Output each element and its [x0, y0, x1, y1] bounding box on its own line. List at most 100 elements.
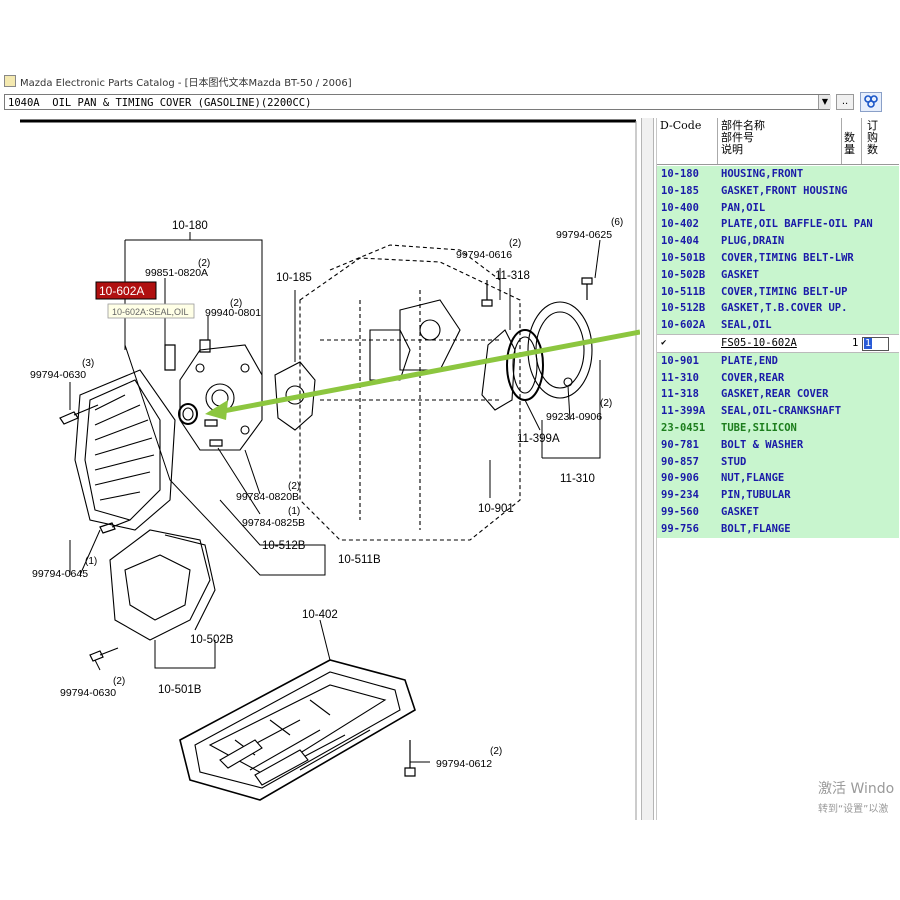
part-name-cell: SEAL,OIL-CRANKSHAFT — [721, 405, 842, 418]
part-name-cell: SEAL,OIL — [721, 319, 772, 332]
chain-link-icon[interactable] — [860, 92, 882, 112]
toolbar: 1040A OIL PAN & TIMING COVER (GASOLINE)(… — [4, 92, 896, 114]
dcode-cell: 99-756 — [661, 522, 699, 535]
parts-diagram: 10-602A 10-602A:SEAL,OIL 10-180 (2) 9985… — [20, 119, 640, 820]
checkbox-icon[interactable]: ✔ — [661, 337, 667, 348]
part-name-cell: GASKET,REAR COVER — [721, 388, 829, 401]
dcode-cell: 11-310 — [661, 371, 699, 384]
label-10-502B[interactable]: 10-502B — [190, 634, 234, 646]
part-name-cell: PLATE,OIL BAFFLE-OIL PAN — [721, 218, 873, 231]
label-99794-0616[interactable]: 99794-0616 — [456, 249, 512, 261]
label-99784-0825B[interactable]: 99784-0825B — [242, 517, 305, 529]
dcode-cell: 10-502B — [661, 268, 706, 281]
label-11-310[interactable]: 11-310 — [560, 473, 595, 485]
dcode-cell: 11-318 — [661, 388, 699, 401]
table-row[interactable]: 11-318 GASKET,REAR COVER — [657, 386, 899, 404]
label-99794-0612[interactable]: 99794-0612 — [436, 758, 492, 770]
front-housing-drawing — [179, 344, 263, 451]
label-10-501B[interactable]: 10-501B — [158, 684, 202, 696]
table-row[interactable]: 10-901 PLATE,END — [657, 352, 899, 370]
label-99794-0630-b[interactable]: 99794-0630 — [60, 687, 116, 699]
window-title: Mazda Electronic Parts Catalog - [日本图代文本… — [4, 74, 352, 89]
label-qty: (6) — [611, 217, 623, 228]
dcode-cell: 90-857 — [661, 455, 699, 468]
dcode-cell: 10-404 — [661, 235, 699, 248]
part-name-cell: COVER,REAR — [721, 371, 785, 384]
table-row[interactable]: 11-310 COVER,REAR — [657, 369, 899, 387]
chevron-down-icon[interactable]: ▼ — [818, 95, 831, 109]
timing-cover-lower-drawing — [109, 529, 216, 641]
label-99851-0820A[interactable]: 99851-0820A — [145, 267, 208, 279]
part-number: FS05-10-602A — [721, 336, 797, 349]
panel-splitter[interactable] — [641, 118, 654, 820]
label-11-399A[interactable]: 11-399A — [517, 433, 560, 445]
label-qty: (2) — [230, 298, 242, 309]
qty-value: 1 — [852, 336, 859, 349]
label-99940-0801[interactable]: 99940-0801 — [205, 307, 261, 319]
engine-block-drawing — [299, 244, 521, 541]
label-10-185[interactable]: 10-185 — [276, 272, 312, 284]
label-qty: (2) — [113, 676, 125, 687]
dcode-cell: 99-234 — [661, 489, 699, 502]
table-row[interactable]: 90-781 BOLT & WASHER — [657, 436, 899, 454]
dcode-cell: 10-602A — [661, 319, 706, 332]
part-name-cell: GASKET,T.B.COVER UP. — [721, 302, 848, 315]
label-99234-0906[interactable]: 99234-0906 — [546, 411, 602, 423]
label-99794-0625[interactable]: 99794-0625 — [556, 229, 612, 241]
label-qty: (1) — [288, 506, 300, 517]
table-row[interactable]: 10-602A SEAL,OIL — [657, 317, 899, 334]
col-part-name[interactable]: 部件名称 部件号 说明 — [721, 119, 765, 156]
label-11-318[interactable]: 11-318 — [495, 270, 530, 282]
label-10-180[interactable]: 10-180 — [172, 220, 208, 232]
label-qty: (3) — [82, 358, 94, 369]
label-qty: (2) — [288, 481, 300, 492]
part-name-cell: GASKET — [721, 505, 759, 518]
section-select[interactable]: 1040A OIL PAN & TIMING COVER (GASOLINE)(… — [4, 94, 830, 110]
activation-watermark: 激活 Windo 转到“设置”以激 — [818, 778, 894, 815]
label-99784-0820B[interactable]: 99784-0820B — [236, 491, 299, 503]
label-99794-0645[interactable]: 99794-0645 — [32, 568, 88, 580]
window-title-text: Mazda Electronic Parts Catalog - [日本图代文本… — [20, 77, 352, 89]
part-name-cell: PLATE,END — [721, 354, 778, 367]
dcode-cell: 10-901 — [661, 354, 699, 367]
watermark-line1: 激活 Windo — [818, 781, 895, 797]
part-name-cell: NUT,FLANGE — [721, 472, 785, 485]
order-qty-input[interactable]: 1 — [862, 336, 889, 351]
label-10-512B[interactable]: 10-512B — [262, 540, 306, 552]
label-10-511B[interactable]: 10-511B — [338, 554, 381, 566]
dcode-cell: 90-781 — [661, 438, 699, 451]
label-qty: (1) — [85, 556, 97, 567]
label-99794-0630-a[interactable]: 99794-0630 — [30, 369, 86, 381]
part-name-cell: GASKET,FRONT HOUSING — [721, 184, 848, 197]
col-qty[interactable]: 数 量 — [844, 131, 855, 156]
callout-label[interactable]: 10-602A — [99, 284, 144, 298]
label-10-402[interactable]: 10-402 — [302, 609, 338, 621]
part-name-cell: PAN,OIL — [721, 201, 766, 214]
app-icon — [4, 75, 16, 87]
col-dcode[interactable]: D-Code — [660, 119, 702, 132]
label-10-901[interactable]: 10-901 — [478, 503, 514, 515]
browse-button[interactable]: .. — [836, 94, 854, 110]
col-order-qty[interactable]: 订 购 数 — [867, 119, 878, 156]
part-name-cell: HOUSING,FRONT — [721, 168, 804, 180]
part-name-cell: BOLT & WASHER — [721, 438, 804, 451]
